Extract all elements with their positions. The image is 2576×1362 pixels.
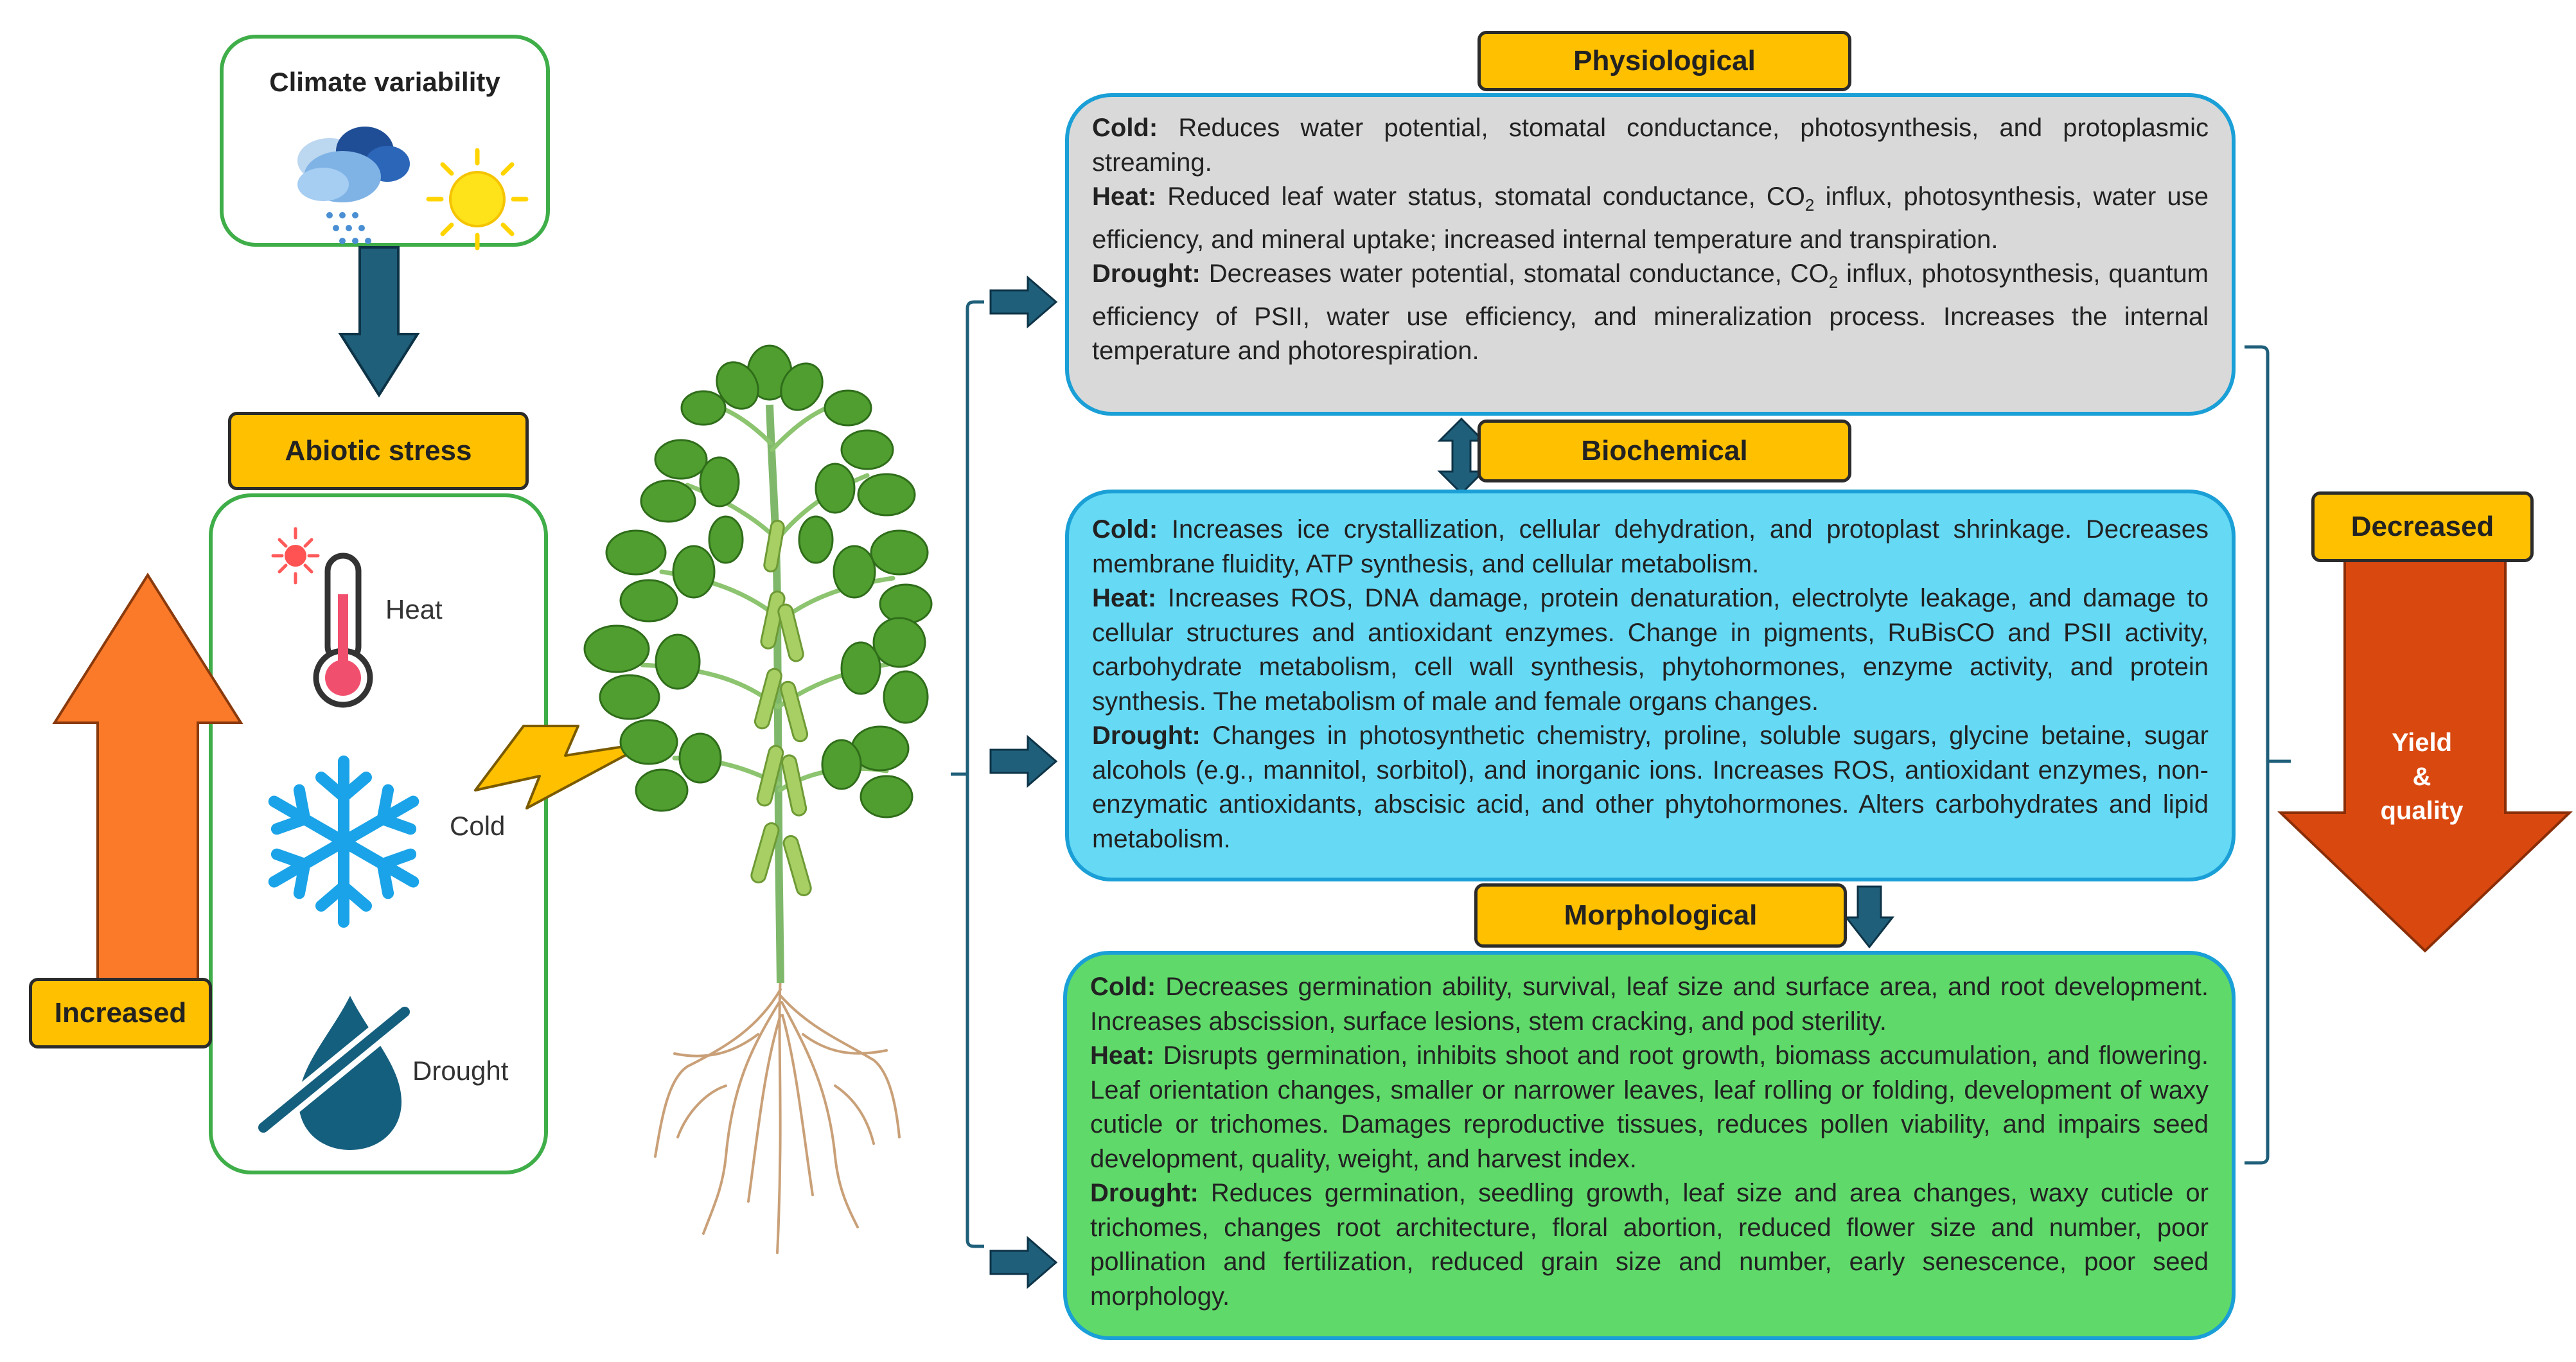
arrow-to-biochemical — [989, 734, 1058, 788]
morphological-heat: Heat: Disrupts germination, inhibits sho… — [1090, 1041, 2209, 1173]
morphological-box: Cold: Decreases germination ability, sur… — [1063, 951, 2236, 1340]
snowflake-icon — [268, 756, 419, 928]
physiological-label: Physiological — [1478, 31, 1851, 91]
biochemical-cold: Cold: Increases ice crystallization, cel… — [1092, 515, 2209, 578]
climate-variability-box: Climate variability — [220, 35, 550, 251]
arrow-bio-to-morpho — [1844, 885, 1895, 949]
sun-icon — [426, 148, 529, 251]
cold-label: Cold — [450, 811, 506, 841]
morphological-cold: Cold: Decreases germination ability, sur… — [1090, 973, 2209, 1036]
soybean-plant-illustration — [583, 344, 933, 1254]
thermometer-icon — [271, 527, 373, 708]
heat-label: Heat — [385, 594, 443, 624]
decreased-label: Decreased — [2311, 491, 2534, 562]
biochemical-box: Cold: Increases ice crystallization, cel… — [1065, 490, 2236, 881]
morphological-drought: Drought: Reduces germination, seedling g… — [1090, 1179, 2209, 1311]
lightning-icon — [474, 725, 650, 809]
biochemical-label: Biochemical — [1478, 420, 1851, 482]
physiological-cold: Cold: Reduces water potential, stomatal … — [1092, 114, 2209, 177]
increased-up-arrow — [52, 572, 243, 987]
biochemical-heat: Heat: Increases ROS, DNA damage, protein… — [1092, 584, 2209, 716]
physiological-box: Cold: Reduces water potential, stomatal … — [1065, 93, 2236, 416]
left-bracket — [951, 300, 984, 1248]
physiological-heat: Heat: Reduced leaf water status, stomata… — [1092, 182, 2209, 254]
drought-label: Drought — [412, 1056, 509, 1086]
arrow-down-climate — [338, 246, 420, 398]
decreased-down-arrow — [2277, 543, 2573, 953]
abiotic-stress-label: Abiotic stress — [228, 412, 529, 490]
physiological-drought: Drought: Decreases water potential, stom… — [1092, 260, 2209, 365]
biochemical-drought: Drought: Changes in photosynthetic chemi… — [1092, 721, 2209, 853]
rain-cloud-icon — [297, 127, 410, 244]
arrow-to-morphological — [989, 1235, 1058, 1289]
morphological-label: Morphological — [1474, 883, 1847, 948]
increased-label: Increased — [29, 978, 212, 1048]
right-bracket — [2245, 345, 2291, 1165]
no-water-drop-icon — [252, 996, 416, 1150]
climate-variability-title: Climate variability — [269, 67, 500, 97]
arrow-to-physiological — [989, 275, 1058, 329]
yield-quality-text: Yield & quality — [2380, 729, 2464, 825]
